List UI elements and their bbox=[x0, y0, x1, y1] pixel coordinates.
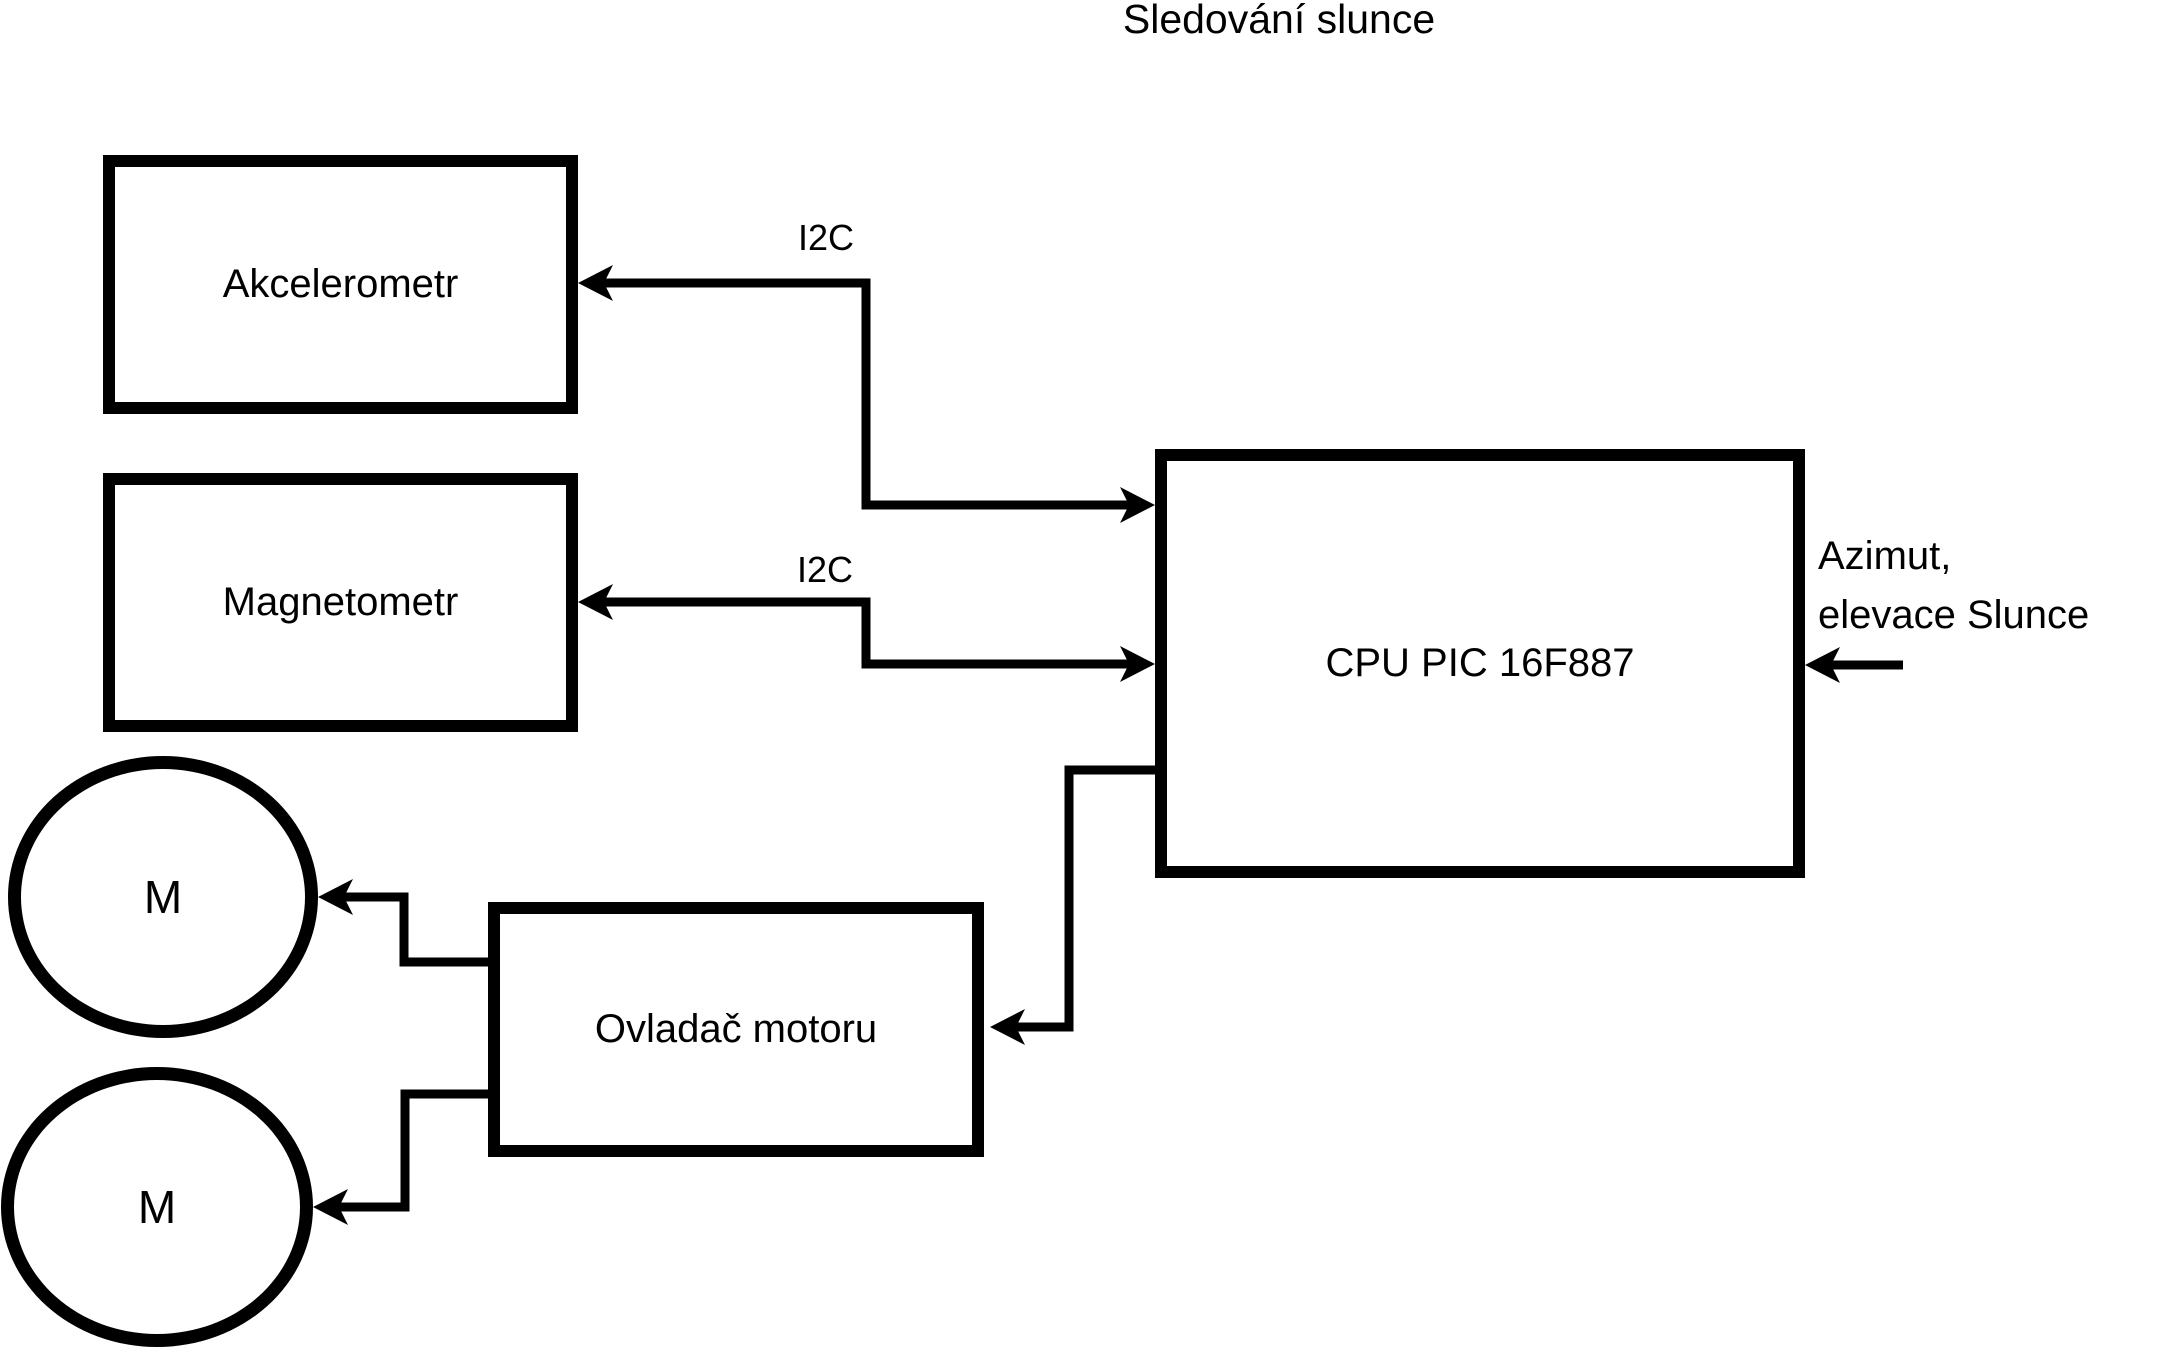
akcelerometr-label: Akcelerometr bbox=[222, 262, 459, 306]
akcelerometr-block: Akcelerometr bbox=[103, 155, 578, 414]
arrowhead-into-magnetometr bbox=[578, 584, 613, 620]
arrowhead-into-cpu-right bbox=[1805, 647, 1840, 683]
motor-bottom-circle: M bbox=[1, 1067, 313, 1347]
magnetometr-block: Magnetometr bbox=[103, 473, 578, 732]
azimut-annotation-line1: Azimut, bbox=[1818, 534, 1952, 578]
arrowhead-into-cpu-bottom bbox=[1120, 646, 1155, 682]
azimut-annotation: Azimut, elevace Slunce bbox=[1818, 527, 2089, 645]
diagram-title: Sledování slunce bbox=[1122, 0, 1436, 42]
arrowhead-into-ovladac bbox=[990, 1009, 1025, 1045]
arrowhead-into-motor-top bbox=[318, 879, 353, 915]
motor-bottom-label: M bbox=[137, 1181, 177, 1233]
ovladac-to-motor-bottom-wire bbox=[336, 1089, 495, 1212]
motor-top-label: M bbox=[143, 871, 183, 923]
motor-controller-label: Ovladač motoru bbox=[594, 1007, 878, 1051]
motor-top-circle: M bbox=[8, 756, 318, 1038]
cpu-label: CPU PIC 16F887 bbox=[1325, 641, 1635, 685]
magnetometr-label: Magnetometr bbox=[222, 580, 459, 624]
azimut-annotation-line2: elevace Slunce bbox=[1818, 593, 2090, 637]
cpu-to-ovladac-wire bbox=[1013, 765, 1155, 1032]
arrowhead-into-motor-bottom bbox=[313, 1189, 348, 1225]
cpu-block: CPU PIC 16F887 bbox=[1155, 449, 1805, 878]
i2c-label-magnetometr: I2C bbox=[796, 549, 854, 590]
i2c-label-akcelerometr: I2C bbox=[797, 217, 855, 258]
ovladac-to-motor-top-wire bbox=[341, 892, 495, 967]
i2c-magnetometr-wire bbox=[601, 597, 1132, 669]
arrowhead-into-akcelerometr bbox=[578, 265, 613, 301]
arrowhead-into-cpu-top bbox=[1120, 487, 1155, 523]
i2c-akcelerometr-wire bbox=[601, 278, 1132, 510]
motor-controller-block: Ovladač motoru bbox=[488, 902, 984, 1157]
